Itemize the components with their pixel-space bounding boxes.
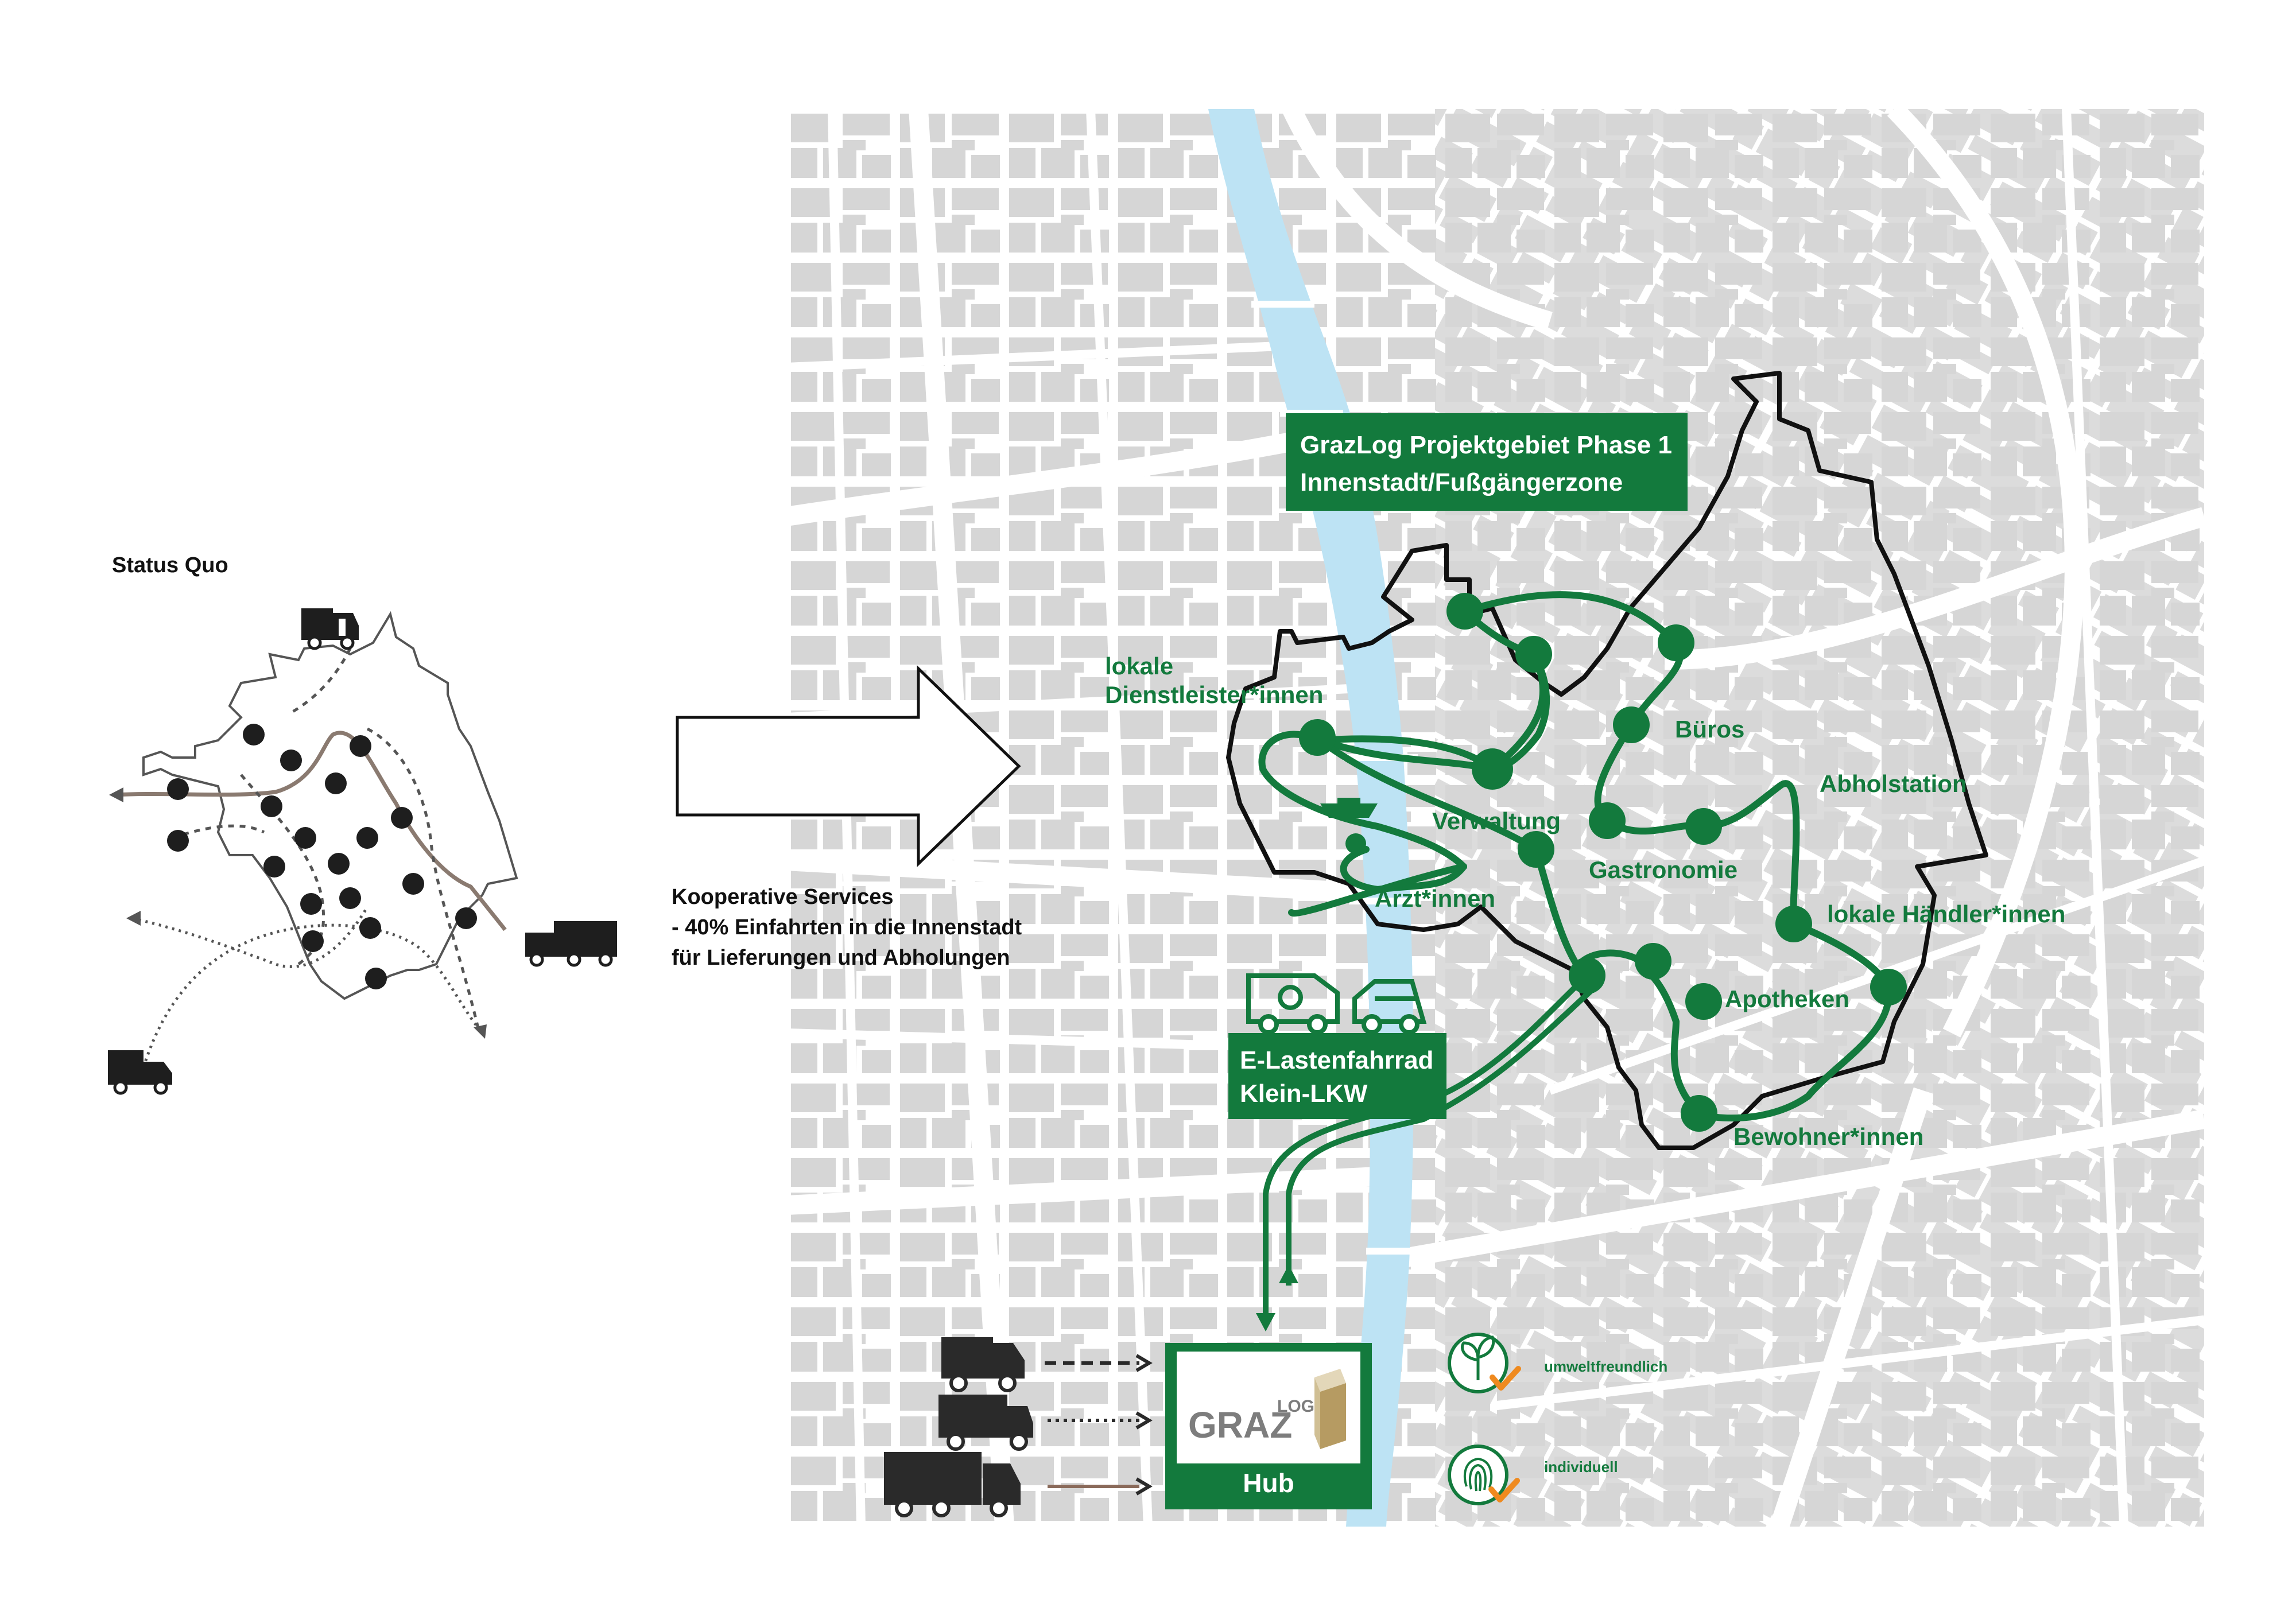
route-stop [1515,636,1552,673]
small-vehicle-icon [1320,798,1378,818]
feature-individual: individuell [1448,1445,1618,1505]
route-stop [1685,808,1722,845]
incoming-arrows [1045,1354,1153,1496]
feature-label-individual: individuell [1544,1458,1618,1476]
hub: GRAZ LOG Hub [1165,1343,1372,1509]
route-stop [1658,624,1694,661]
route-stop [1569,957,1605,994]
hub-label: Hub [1243,1468,1294,1498]
truck-icon [938,1395,1033,1451]
route-stops [1299,593,1907,1132]
stop-label-abholstation: Abholstation [1820,770,1967,797]
stop-label-gastronomie: Gastronomie [1589,856,1737,883]
status-quo-arrowheads [109,787,487,1039]
fingerprint-icon [1463,1457,1493,1492]
van-icon [301,608,359,650]
small-truck-icon [1352,979,1427,1035]
project-area-title-line1: GrazLog Projektgebiet Phase 1 [1300,431,1672,459]
feature-label-environmental: umweltfreundlich [1544,1358,1667,1375]
status-quo-stops [167,724,477,989]
route-stop [1681,1095,1717,1132]
city-map [786,109,2204,1527]
route-stop [1345,833,1366,854]
route-stop [1472,748,1513,790]
stop-label-bewohner: Bewohner*innen [1733,1123,1923,1150]
route-stop [1299,719,1336,756]
package-box-icon [1314,1369,1346,1449]
feature-environmental: umweltfreundlich [1448,1333,1667,1393]
project-area-outline [1226,371,1988,1150]
route-stop [1685,983,1722,1020]
leaf-icon [1461,1335,1495,1380]
incoming-trucks [884,1337,1033,1517]
stop-label-dienstleister-line2: Dienstleister*innen [1105,681,1323,708]
stop-label-aerzte: Ärzt*innen [1375,885,1495,912]
stop-label-haendler: lokale Händler*innen [1827,900,2065,927]
down-arrowhead [1256,1313,1275,1331]
transition-arrow [676,665,1021,867]
stop-label-bueros: Büros [1675,716,1744,743]
vehicles-line1: E-Lastenfahrrad [1240,1046,1433,1074]
caption-line1: Kooperative Services [672,885,894,909]
vehicles-line2: Klein-LKW [1240,1080,1368,1108]
stop-label-verwaltung: Verwaltung [1432,807,1561,834]
caption-line2: - 40% Einfahrten in die Innenstadt [672,915,1022,939]
stop-labels: lokale Dienstleister*innen Verwaltung Är… [1105,653,2065,1150]
route-stop [1635,943,1671,980]
status-quo-trucks [108,608,617,1095]
project-area-title-line2: Innenstadt/Fußgängerzone [1300,468,1623,496]
large-truck-icon [884,1452,1021,1517]
route-stop [1775,906,1812,942]
route-stop [1613,706,1650,743]
large-truck-icon [525,921,617,967]
electric-van-icon [1246,973,1340,1035]
truck-icon [108,1050,172,1095]
project-area-label: GrazLog Projektgebiet Phase 1 Innenstadt… [1286,413,1688,511]
stop-label-dienstleister-line1: lokale [1105,653,1173,680]
route-stop [1446,593,1483,630]
up-arrowhead [1279,1265,1298,1283]
check-icon [1490,1366,1521,1391]
van-icon [941,1337,1025,1392]
hub-logo-superscript: LOG [1277,1397,1314,1416]
vehicle-types: E-Lastenfahrrad Klein-LKW [1228,973,1446,1119]
route-stop [1589,802,1626,839]
status-quo-title: Status Quo [112,553,228,577]
arrow-caption: Kooperative Services - 40% Einfahrten in… [672,885,1022,970]
check-icon [1488,1478,1520,1502]
caption-line3: für Lieferungen und Abholungen [672,946,1010,970]
stop-label-apotheken: Apotheken [1725,985,1849,1012]
status-quo-outline [142,611,518,1000]
route-stop [1518,831,1554,868]
route-stop [1870,969,1907,1005]
hub-logo-text: GRAZ [1188,1404,1292,1446]
